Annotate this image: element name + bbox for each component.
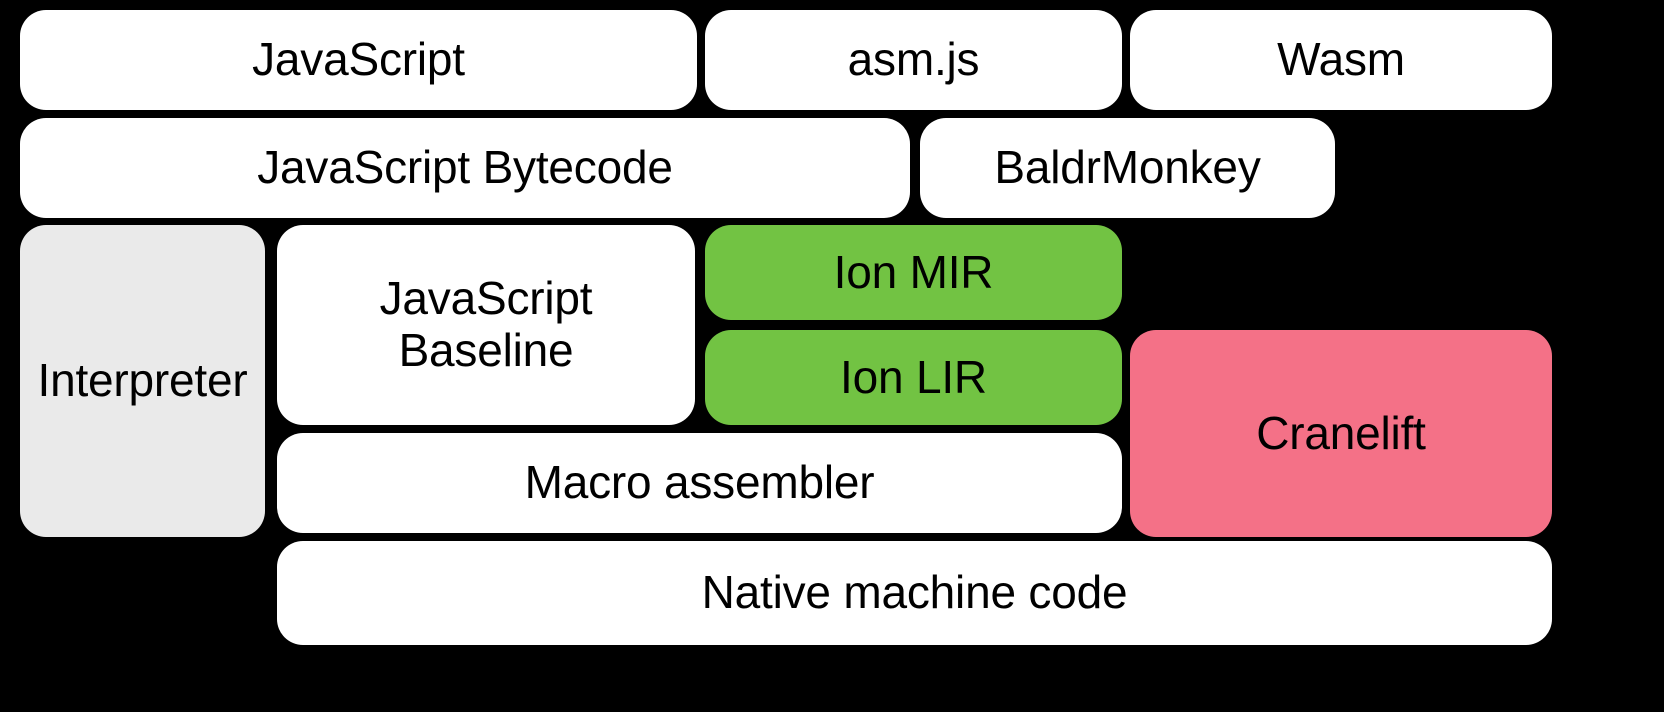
node-native-machine-code: Native machine code [277, 541, 1552, 645]
node-wasm: Wasm [1130, 10, 1552, 110]
node-ion-mir: Ion MIR [705, 225, 1122, 320]
node-asm-js: asm.js [705, 10, 1122, 110]
node-javascript-baseline: JavaScript Baseline [277, 225, 695, 425]
node-ion-lir: Ion LIR [705, 330, 1122, 425]
node-interpreter: Interpreter [20, 225, 265, 537]
node-javascript-bytecode: JavaScript Bytecode [20, 118, 910, 218]
node-macro-assembler: Macro assembler [277, 433, 1122, 533]
node-baldrmonkey: BaldrMonkey [920, 118, 1335, 218]
node-cranelift: Cranelift [1130, 330, 1552, 537]
node-javascript: JavaScript [20, 10, 697, 110]
